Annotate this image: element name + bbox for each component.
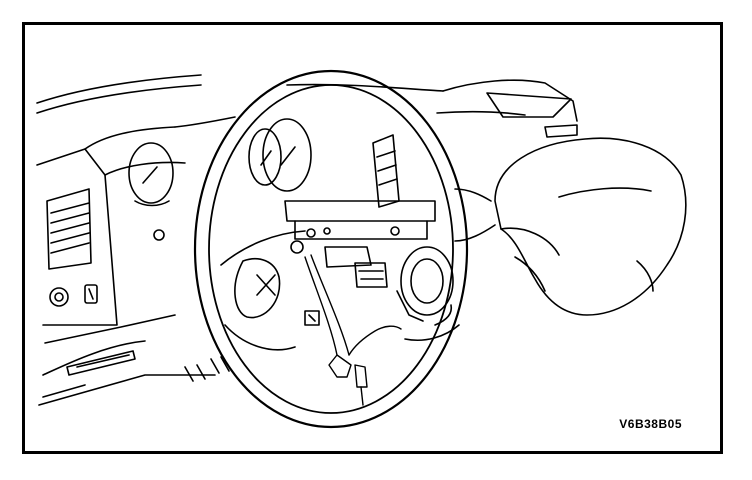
- instrument-cluster: [85, 119, 311, 240]
- airbag-module: [495, 138, 686, 315]
- dashboard-outline: [37, 75, 577, 405]
- figure-frame: V6B38B05: [22, 22, 723, 454]
- steering-wheel-rim: [195, 71, 467, 427]
- figure-code-label: V6B38B05: [619, 417, 682, 431]
- dash-knobs: [50, 285, 97, 306]
- dash-trim: [175, 117, 495, 241]
- center-air-vent: [373, 135, 399, 207]
- dash-slot: [67, 351, 229, 381]
- airbag-wiring: [305, 255, 401, 405]
- left-air-vent: [47, 189, 91, 269]
- steering-wheel-hub: [221, 201, 459, 350]
- steering-wheel-diagram: [25, 25, 720, 451]
